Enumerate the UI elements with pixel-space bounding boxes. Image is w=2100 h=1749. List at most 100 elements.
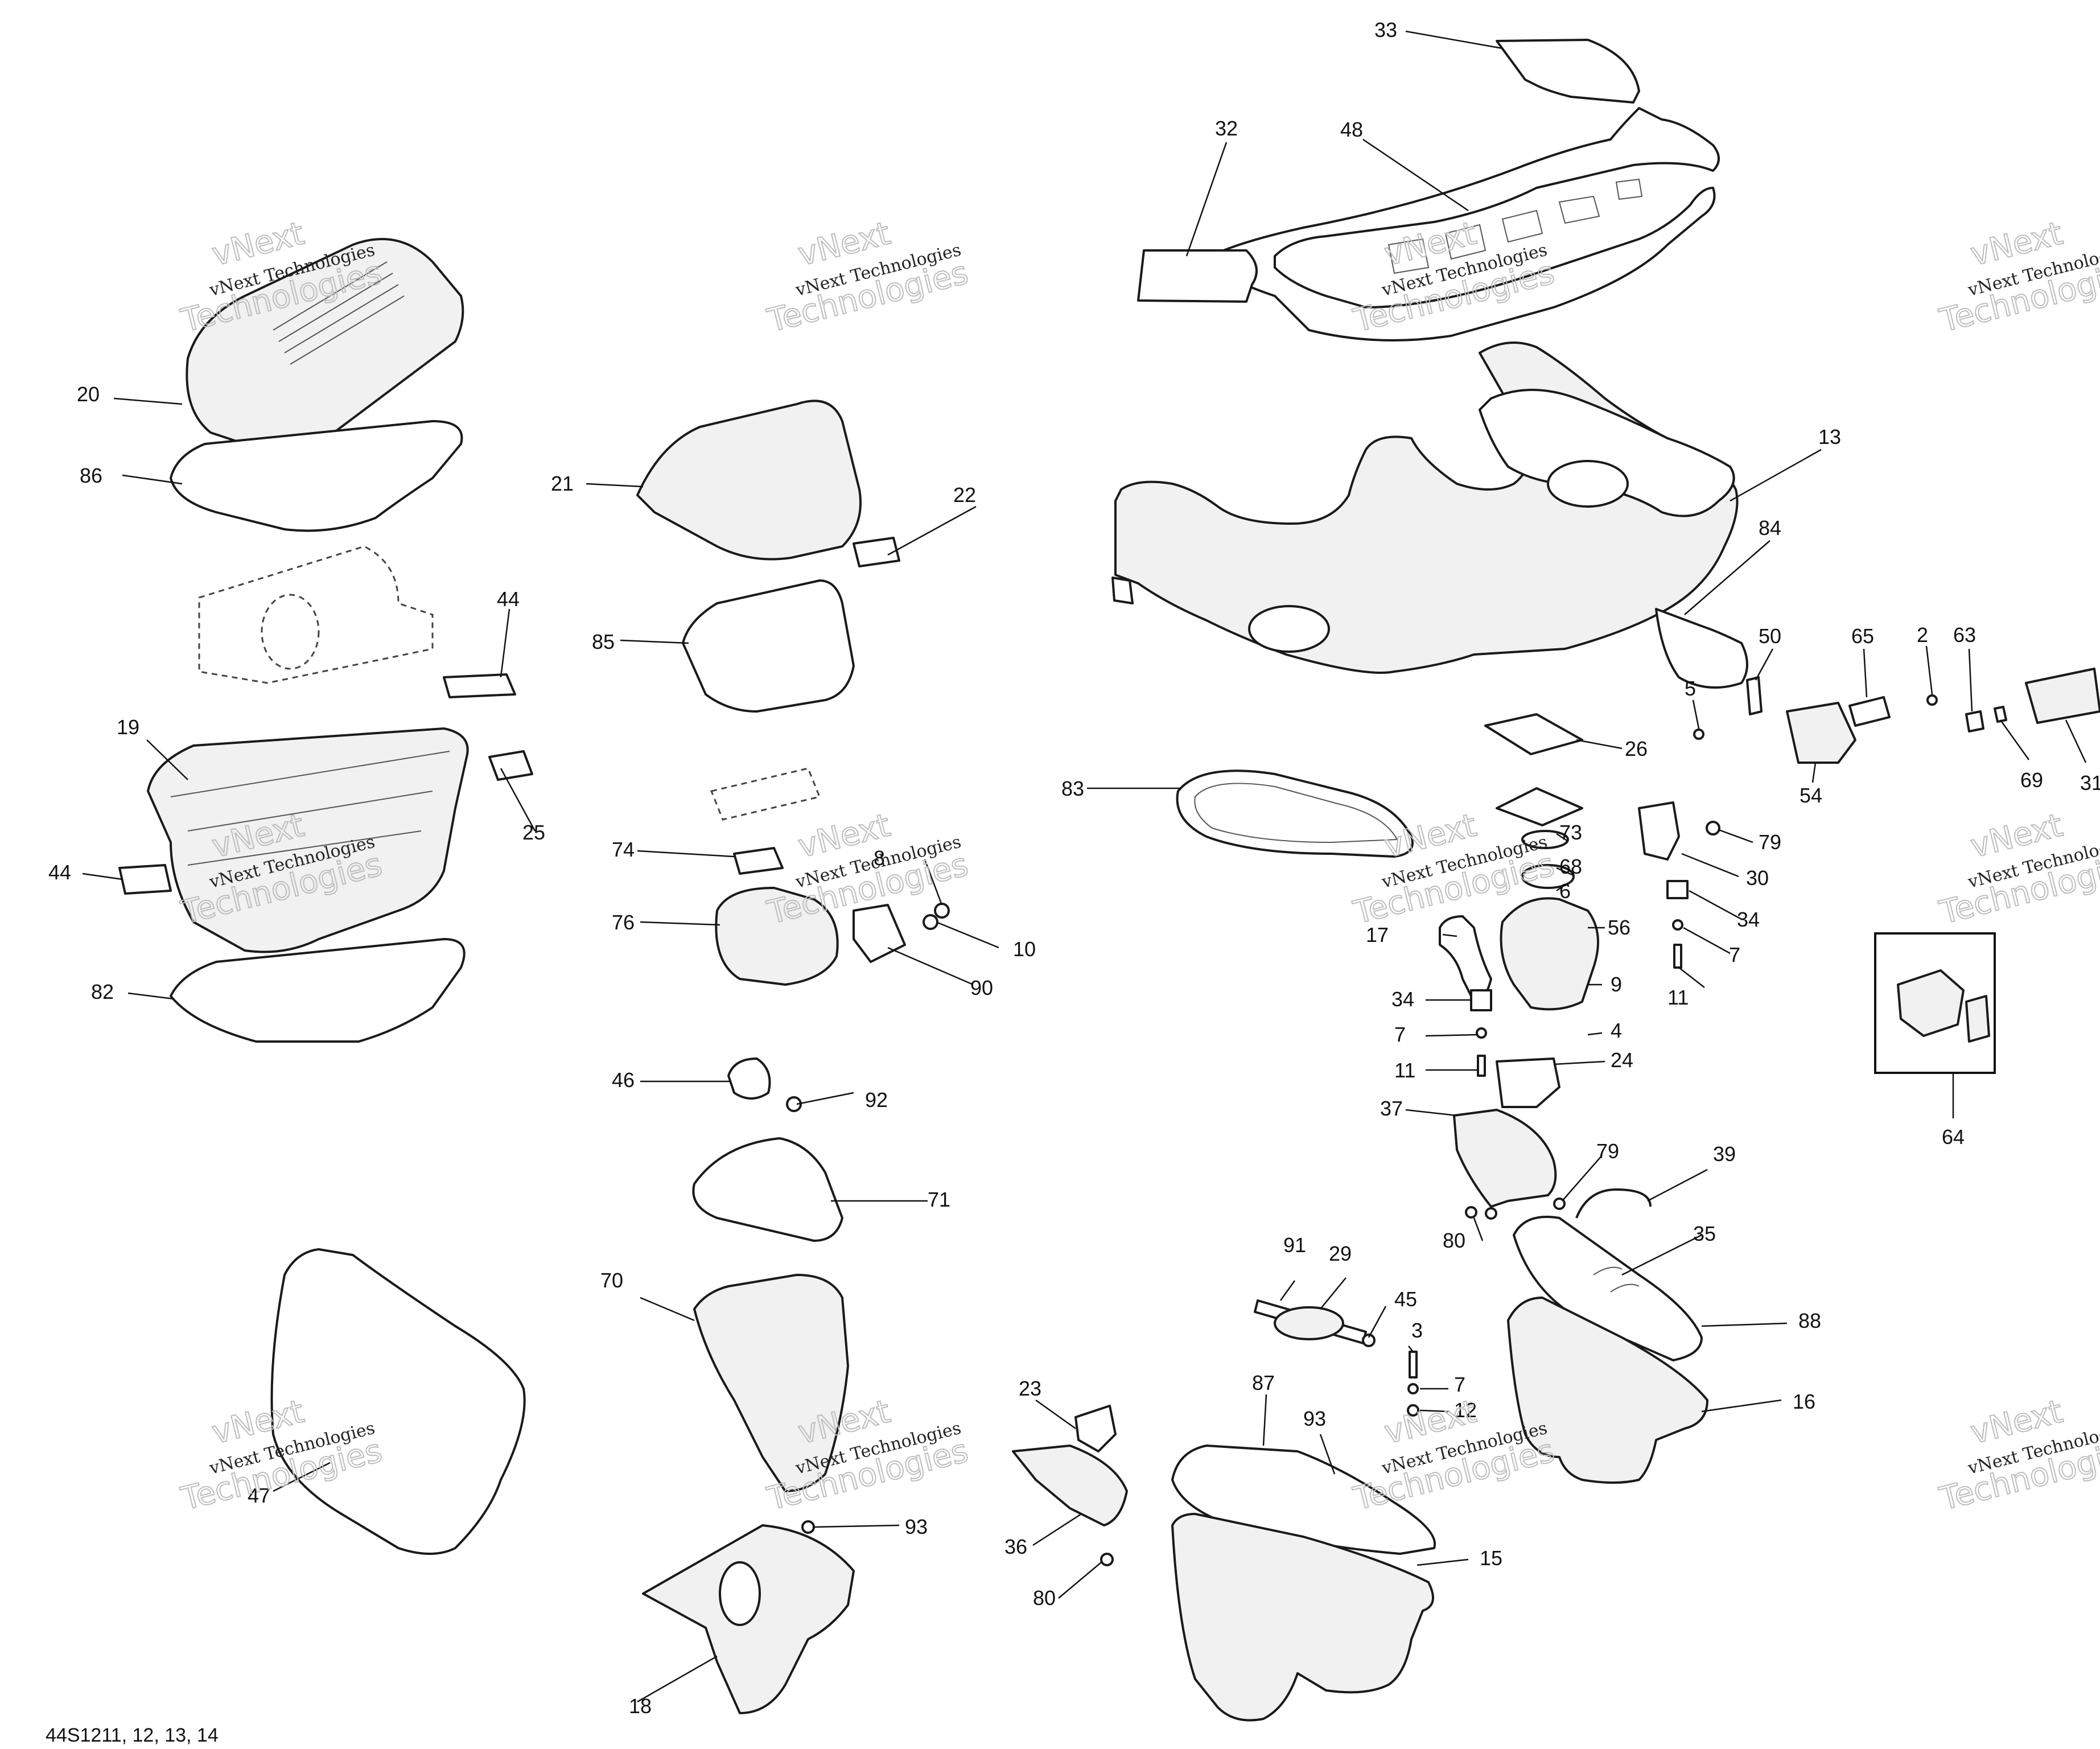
label-13: 13: [1818, 425, 1841, 448]
label-12: 12: [1454, 1398, 1477, 1422]
label-18: 18: [629, 1694, 652, 1718]
label-31: 31: [2080, 771, 2100, 795]
label-63: 63: [1953, 623, 1976, 647]
label-6: 6: [1559, 879, 1571, 903]
label-29: 29: [1329, 1242, 1352, 1265]
part-79-nut-lower: [1553, 1197, 1566, 1210]
label-20: 20: [77, 382, 100, 406]
part-5-screw: [1693, 729, 1704, 740]
label-30: 30: [1746, 866, 1769, 890]
watermark-12: vNext vNext Technologies Technologies: [1936, 1393, 2100, 1518]
part-seal-outline: [710, 767, 821, 821]
label-2: 2: [1917, 623, 1928, 647]
label-86: 86: [80, 464, 102, 487]
part-45-end: [1362, 1334, 1376, 1347]
label-68: 68: [1559, 855, 1582, 878]
label-65: 65: [1851, 624, 1874, 648]
label-33: 33: [1374, 18, 1397, 42]
part-48-lettering: [1387, 178, 1643, 274]
label-17: 17: [1366, 923, 1389, 946]
part-32-decal: [1137, 249, 1258, 303]
watermark-4: vNext vNext Technologies Technologies: [1936, 215, 2100, 340]
part-50-latch: [1746, 676, 1763, 715]
label-93-left: 93: [905, 1515, 928, 1538]
part-25-hinge: [488, 750, 533, 781]
part-26-pad: [1484, 713, 1583, 755]
part-7-washer-mid: [1407, 1383, 1419, 1394]
part-68-spring: [1521, 864, 1575, 889]
label-85: 85: [592, 630, 615, 653]
label-47: 47: [248, 1484, 270, 1507]
label-24: 24: [1611, 1048, 1633, 1072]
label-22: 22: [953, 483, 976, 507]
part-21-cover: [636, 400, 862, 561]
label-7-mid: 7: [1454, 1373, 1465, 1396]
label-73: 73: [1559, 821, 1582, 844]
part-39-rail: [1575, 1188, 1652, 1219]
label-34-left: 34: [1391, 987, 1414, 1011]
part-2-screw: [1926, 694, 1938, 706]
part-24-bracket: [1496, 1057, 1560, 1108]
label-64: 64: [1942, 1125, 1965, 1149]
label-10: 10: [1013, 937, 1036, 961]
label-44-top: 44: [497, 587, 520, 611]
label-80-bottom: 80: [1033, 1586, 1056, 1610]
label-23: 23: [1019, 1377, 1041, 1400]
part-76-housing: [715, 887, 839, 986]
part-7-washer-left: [1476, 1027, 1487, 1039]
label-46: 46: [612, 1068, 635, 1092]
part-15-tub: [1171, 1513, 1434, 1722]
part-13-deck: [1114, 341, 1739, 674]
part-12-nut: [1407, 1404, 1419, 1417]
part-88-gasket: [1513, 1216, 1703, 1361]
label-8: 8: [874, 846, 885, 870]
part-37-housing: [1453, 1109, 1557, 1208]
label-16: 16: [1793, 1390, 1815, 1413]
label-80-mid: 80: [1443, 1229, 1465, 1252]
figure-caption: 44S1211, 12, 13, 14: [46, 1725, 219, 1746]
part-18-bin-hole: [719, 1561, 761, 1626]
label-70: 70: [600, 1269, 623, 1292]
label-21: 21: [551, 472, 574, 495]
part-30-bracket: [1638, 801, 1680, 861]
label-25: 25: [522, 821, 545, 844]
part-23-latch: [1074, 1405, 1117, 1452]
part-44-clip-top: [443, 673, 516, 698]
part-47-cushion: [270, 1248, 526, 1555]
label-34-right: 34: [1737, 908, 1760, 931]
label-91: 91: [1283, 1233, 1306, 1257]
part-20-lid: [186, 238, 464, 453]
leader-lines: [82, 30, 2087, 1703]
part-13-cupholder-right: [1547, 460, 1629, 508]
label-26: 26: [1625, 737, 1648, 760]
label-36: 36: [1004, 1535, 1027, 1558]
label-56: 56: [1608, 916, 1630, 939]
part-64-inset-drawing: [1897, 969, 1990, 1043]
part-11-bolt-right: [1673, 944, 1682, 969]
label-39: 39: [1713, 1142, 1736, 1166]
label-83: 83: [1061, 777, 1084, 800]
label-71: 71: [928, 1188, 950, 1211]
part-plate: [1496, 787, 1583, 826]
part-92-plug: [786, 1096, 802, 1112]
part-82-gasket: [170, 938, 466, 1043]
label-11-left: 11: [1394, 1059, 1415, 1082]
label-79-lower: 79: [1596, 1139, 1619, 1163]
label-35: 35: [1693, 1222, 1716, 1245]
part-33-decal: [1496, 39, 1640, 104]
label-48: 48: [1340, 118, 1363, 141]
part-19-box-rim: [170, 751, 450, 866]
label-50: 50: [1759, 624, 1781, 648]
label-82: 82: [91, 980, 114, 1003]
label-4: 4: [1611, 1019, 1622, 1042]
part-71-gasket: [692, 1137, 843, 1242]
label-93-right: 93: [1303, 1407, 1326, 1430]
part-69-clip: [1994, 706, 2007, 723]
part-73-disc: [1521, 830, 1569, 849]
part-83-seal: [1176, 769, 1414, 858]
part-19-storage-box: [147, 727, 469, 953]
part-63-clip: [1965, 710, 1984, 732]
part-16-tub: [1507, 1297, 1708, 1484]
label-74: 74: [612, 838, 635, 861]
part-filter-cylinder: [261, 594, 320, 670]
